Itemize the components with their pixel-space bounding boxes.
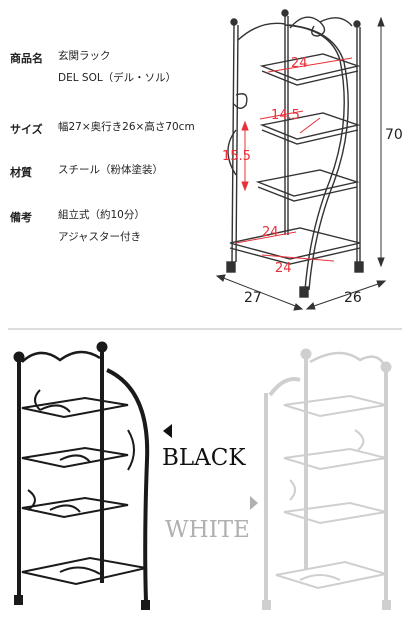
dim-shelf-gap: 14.5 bbox=[271, 108, 300, 123]
front-left-post bbox=[231, 24, 235, 263]
shelf bbox=[255, 169, 360, 202]
spec-label: サイズ bbox=[10, 123, 43, 136]
spec-value-line: スチール（粉体塗装） bbox=[58, 164, 163, 176]
spec-value-line: アジャスター付き bbox=[58, 231, 142, 243]
dimension-labels: 24 14.5 15.5 24 24 bbox=[222, 56, 308, 276]
spec-value-line: 組立式（約10分） bbox=[58, 209, 145, 221]
scroll-decoration bbox=[289, 16, 326, 37]
spec-value: 幅27×奥行き26×高さ70cm bbox=[58, 116, 195, 138]
shelf bbox=[259, 112, 361, 145]
spec-label: 備考 bbox=[10, 211, 32, 224]
color-label-black: BLACK bbox=[162, 445, 246, 471]
shelf bbox=[229, 227, 361, 265]
rack-line-drawing bbox=[226, 9, 364, 298]
spec-label: 材質 bbox=[10, 166, 32, 179]
spec-label: 商品名 bbox=[10, 52, 43, 65]
rack-white bbox=[262, 348, 392, 610]
curved-frame bbox=[284, 24, 345, 291]
shelf bbox=[259, 53, 361, 86]
spec-value: 組立式（約10分） アジャスター付き bbox=[58, 204, 145, 248]
spec-value: スチール（粉体塗装） bbox=[58, 159, 163, 181]
spec-value-line: DEL SOL（デル・ソル） bbox=[58, 72, 177, 84]
foot-icon bbox=[299, 286, 309, 298]
finial-icon bbox=[230, 18, 238, 26]
finial-icon bbox=[353, 20, 361, 28]
white-pointer-icon bbox=[250, 496, 258, 510]
dim-height: 70 bbox=[385, 127, 403, 143]
finial-icon bbox=[281, 9, 289, 17]
overall-dimension-labels: 70 27 26 bbox=[244, 127, 403, 306]
dim-shelf-width-bottom-2: 24 bbox=[275, 261, 292, 276]
rack-black bbox=[13, 341, 150, 610]
overall-dimension-lines bbox=[215, 16, 387, 311]
spec-value: 玄関ラック DEL SOL（デル・ソル） bbox=[58, 45, 176, 89]
black-pointer-icon bbox=[163, 424, 172, 438]
color-label-white: WHITE bbox=[165, 517, 250, 543]
spec-value-line: 幅27×奥行き26×高さ70cm bbox=[58, 121, 195, 133]
dim-depth: 26 bbox=[344, 290, 362, 306]
dim-shelf-width-top: 24 bbox=[291, 56, 308, 71]
dim-shelf-pitch: 15.5 bbox=[222, 149, 251, 164]
dimension-lines bbox=[235, 57, 353, 262]
dim-width: 27 bbox=[244, 290, 262, 306]
foot-icon bbox=[226, 261, 236, 273]
foot-icon bbox=[354, 261, 364, 273]
spec-value-line: 玄関ラック bbox=[58, 50, 111, 62]
dim-shelf-width-bottom-1: 24 bbox=[262, 225, 279, 240]
